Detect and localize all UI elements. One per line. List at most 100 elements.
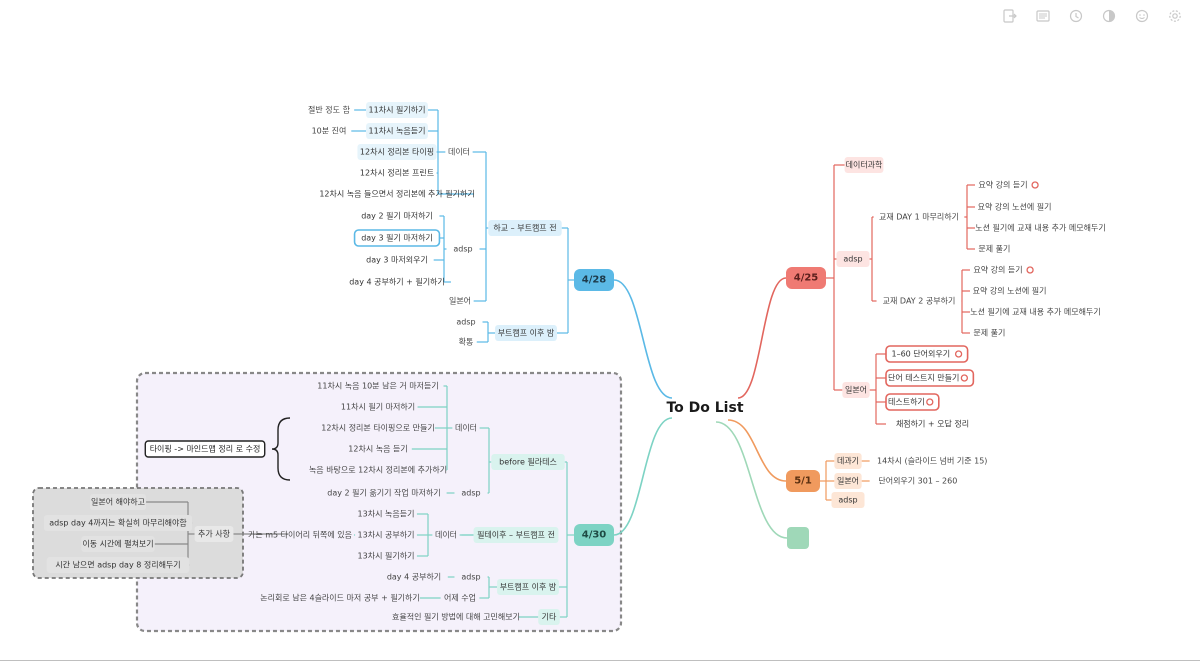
top-toolbar <box>1000 6 1184 26</box>
node-box <box>497 579 559 595</box>
task-node[interactable]: 요약 강의 노션에 필기 <box>978 202 1052 212</box>
node-label: 단어 테스트지 만들기 <box>888 373 959 383</box>
leaf-node[interactable]: adsp <box>456 318 475 327</box>
empty-node[interactable] <box>787 527 809 549</box>
task-node[interactable]: 13차시 공부하기 <box>358 530 415 540</box>
topic-node-data[interactable]: 데이터 <box>455 423 477 433</box>
task-node[interactable]: 문제 풀기 <box>978 245 1010 254</box>
task-node[interactable]: 노션 필기에 교재 내용 추가 메모해두기 <box>970 307 1100 317</box>
topic-node-adsp[interactable]: adsp <box>461 489 480 498</box>
settings-icon[interactable] <box>1165 6 1184 26</box>
root-node[interactable]: To Do List <box>666 400 743 416</box>
task-node[interactable]: 12차시 정리본 타이핑 <box>357 144 437 160</box>
topic-node-before-pilates[interactable]: before 필라테스 <box>491 454 565 470</box>
topic-node-extra[interactable]: 추가 사항 <box>194 526 234 542</box>
task-node[interactable]: 노션 필기에 교재 내용 추가 메모해두기 <box>975 223 1105 233</box>
topic-node-data[interactable]: 데이터 <box>448 147 470 157</box>
node-label: 11차시 녹음듣기 <box>369 127 426 136</box>
topic-node-japanese[interactable]: 일본어 <box>449 296 471 306</box>
date-node-apr28[interactable]: 4/28 <box>574 269 614 291</box>
task-node[interactable]: 12차시 정리본 프린트 <box>360 168 434 178</box>
task-node[interactable]: 녹음 바탕으로 12차시 정리본에 추가하기 <box>309 465 447 475</box>
emoji-icon[interactable] <box>1132 6 1151 26</box>
task-node[interactable]: 채점하기 + 오답 정리 <box>896 419 969 429</box>
task-node[interactable]: 12차시 녹음 들으면서 정리본에 추가 필기하기 <box>319 189 474 199</box>
task-node[interactable]: 11차시 필기 마저하기 <box>341 402 415 412</box>
task-note[interactable]: 절반 정도 함 <box>308 105 351 115</box>
extra-note-item[interactable]: 일본어 해야하고 <box>89 494 147 510</box>
callout-note[interactable]: 타이핑 -> 마인드맵 정리 로 수정 <box>144 440 266 458</box>
node-box <box>787 527 809 549</box>
status-marker-icon <box>954 350 963 358</box>
task-node[interactable]: day 3 필기 마저하기 <box>353 229 441 247</box>
task-node[interactable]: 요약 강의 듣기 <box>973 265 1034 275</box>
extra-note-item[interactable]: adsp day 4까지는 확실히 마무리해야함 <box>43 515 193 531</box>
task-node[interactable]: 단어 테스트지 만들기 <box>885 369 975 387</box>
task-note[interactable]: 10분 진여 <box>312 126 347 136</box>
topic-node-adsp[interactable]: adsp <box>453 245 472 254</box>
node-label: 10분 진여 <box>312 126 347 136</box>
date-node-apr25[interactable]: 4/25 <box>786 267 826 289</box>
export-icon[interactable] <box>1000 6 1019 26</box>
task-node[interactable]: 11차시 녹음 10분 남은 거 마저듣기 <box>317 382 438 391</box>
extra-note-item[interactable]: 시간 남으면 adsp day 8 정리해두기 <box>46 557 190 573</box>
topic-node-data-science[interactable]: 데이터과학 <box>844 157 884 173</box>
topic-node[interactable]: 데과기 <box>834 453 862 469</box>
task-node[interactable]: 12차시 녹음 듣기 <box>348 445 407 454</box>
topic-node[interactable]: adsp <box>831 492 865 508</box>
node-label: 14차시 (슬라이드 넘버 기준 15) <box>877 456 987 466</box>
task-node[interactable]: 문제 풀기 <box>973 329 1005 338</box>
node-label: 12차시 정리본 타이핑 <box>360 147 434 157</box>
topic-node-after-bootcamp[interactable]: 부트캠프 이후 밤 <box>497 579 559 595</box>
date-node-apr30[interactable]: 4/30 <box>574 524 614 546</box>
status-marker-icon <box>926 398 934 406</box>
task-node[interactable]: 효율적인 필기 방법에 대해 고민해보기 <box>392 612 520 622</box>
task-node[interactable]: 13차시 필기하기 <box>358 551 415 561</box>
topic-node-after-pilates[interactable]: 필테이후 – 부트캠프 전 <box>473 527 559 543</box>
topic-node[interactable]: 일본어 <box>834 473 862 489</box>
node-label: 데이터과학 <box>846 160 883 170</box>
history-icon[interactable] <box>1066 6 1085 26</box>
topic-node-adsp[interactable]: adsp <box>461 573 480 582</box>
topic-node-etc[interactable]: 기타 <box>538 609 560 625</box>
task-node[interactable]: day 2 필기 마저하기 <box>361 211 433 221</box>
task-node[interactable]: 13차시 녹음듣기 <box>358 510 415 519</box>
node-label: 녹음 바탕으로 12차시 정리본에 추가하기 <box>309 465 447 475</box>
outline-icon[interactable] <box>1033 6 1052 26</box>
node-box <box>46 557 190 573</box>
theme-icon[interactable] <box>1099 6 1118 26</box>
apr30-summary-boundary <box>135 371 623 633</box>
node-box <box>885 345 969 363</box>
task-node[interactable]: 11차시 녹음듣기 <box>366 123 428 139</box>
topic-node-day1[interactable]: 교재 DAY 1 마무리하기 <box>879 212 959 222</box>
node-label: 추가 사항 <box>198 530 231 539</box>
task-node[interactable]: day 4 공부하기 <box>387 572 441 582</box>
topic-node-after-bootcamp[interactable]: 부트캠프 이후 밤 <box>495 325 557 341</box>
node-box <box>538 609 560 625</box>
task-note[interactable]: 가는 m5 다이어리 뒤쪽에 있음 <box>248 530 352 540</box>
topic-node-japanese[interactable]: 일본어 <box>842 382 870 398</box>
node-label: 확통 <box>459 337 474 347</box>
task-node[interactable]: 14차시 (슬라이드 넘버 기준 15) <box>877 456 987 466</box>
task-node[interactable]: 논리회로 남은 4슬라이드 마저 공부 + 필기하기 <box>260 593 420 603</box>
topic-node-day2[interactable]: 교재 DAY 2 공부하기 <box>883 296 956 306</box>
topic-node-school[interactable]: 하교 – 부트캠프 전 <box>488 220 562 236</box>
node-label: 이동 시간에 펼쳐보기 <box>82 539 153 549</box>
extra-note-item[interactable]: 이동 시간에 펼쳐보기 <box>81 536 155 552</box>
task-node[interactable]: 단어외우기 301 – 260 <box>878 476 957 486</box>
task-node[interactable]: 테스트하기 <box>885 393 940 411</box>
leaf-node[interactable]: 확통 <box>459 337 474 347</box>
topic-node-data[interactable]: 데이터 <box>435 530 457 540</box>
task-node[interactable]: day 2 필기 옮기기 작업 마저하기 <box>327 488 440 498</box>
task-node[interactable]: 요약 강의 듣기 <box>978 180 1039 190</box>
task-node[interactable]: 11차시 필기하기 <box>366 102 428 118</box>
task-node[interactable]: day 3 마저외우기 <box>366 255 428 265</box>
extra-notes-boundary <box>32 487 244 579</box>
task-node[interactable]: day 4 공부하기 + 필기하기 <box>349 277 445 287</box>
task-node[interactable]: 12차시 정리본 타이핑으로 만들기 <box>321 423 435 433</box>
topic-node-adsp[interactable]: adsp <box>836 251 870 267</box>
task-node[interactable]: 요약 강의 노션에 필기 <box>973 286 1047 296</box>
topic-node-yesterday-class[interactable]: 어제 수업 <box>444 593 476 603</box>
task-node[interactable]: 1–60 단어외우기 <box>885 345 969 363</box>
date-node-may1[interactable]: 5/1 <box>786 470 820 492</box>
